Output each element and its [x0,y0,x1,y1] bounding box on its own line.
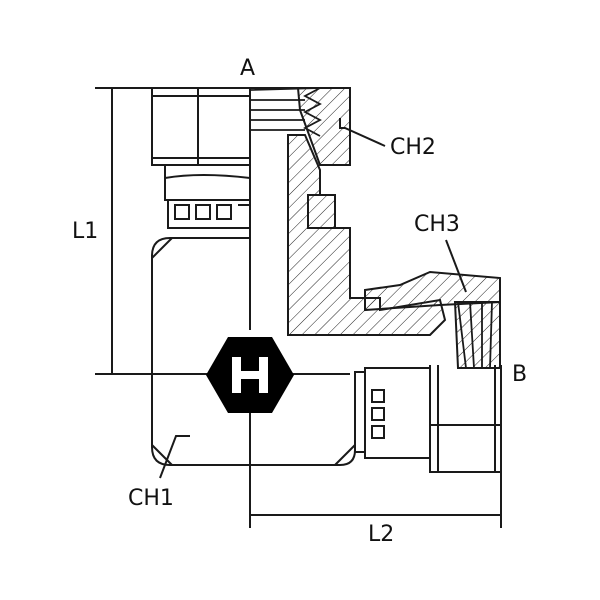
port-a-label: A [240,56,256,81]
section-hatching [287,87,501,369]
elbow-body [151,88,356,466]
dimension-l1-label: L1 [72,219,99,244]
ch1-label: CH1 [128,486,174,511]
side-swivel-nut [354,365,502,473]
dimension-l2 [249,373,502,528]
threads [249,87,493,369]
top-swivel-nut [151,87,251,229]
ch1-leader [159,435,190,479]
ch3-leader [445,239,467,293]
ch2-leader [339,118,386,147]
brand-logo-hex [206,337,294,413]
ch2-label: CH2 [390,135,436,160]
ch3-label: CH3 [414,212,460,237]
dimension-l2-label: L2 [368,522,395,547]
port-b-label: B [512,362,528,387]
